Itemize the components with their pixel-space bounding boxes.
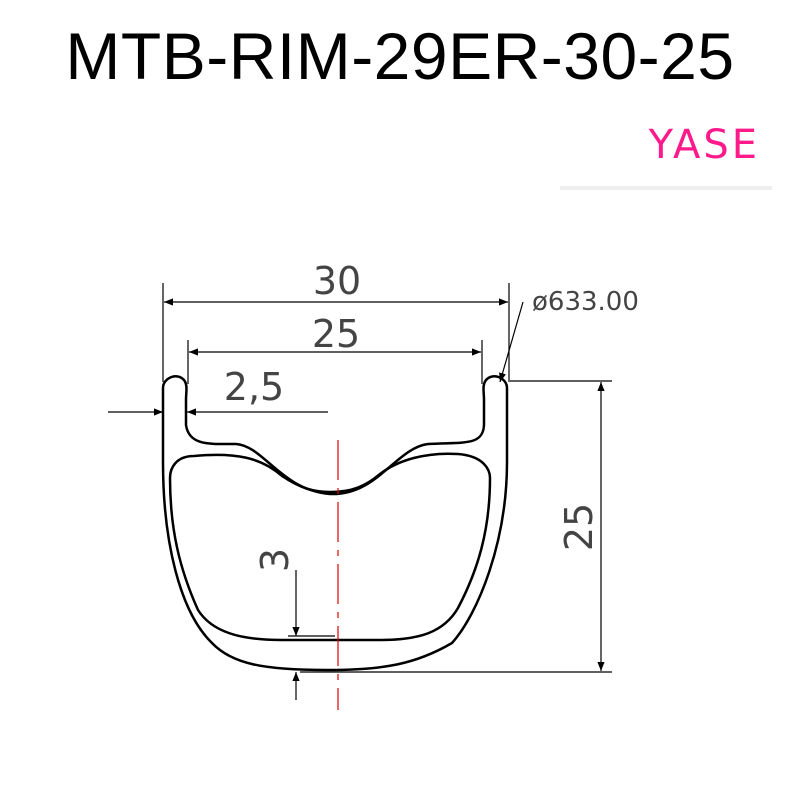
rim-outer-profile bbox=[161, 375, 509, 672]
brand-logo: YASE bbox=[648, 122, 760, 168]
bottom-thickness-label: 3 bbox=[253, 548, 297, 572]
outer-width-label: 30 bbox=[313, 259, 361, 303]
divider bbox=[560, 186, 772, 190]
diameter-label: ø633.00 bbox=[532, 287, 639, 317]
inner-width-label: 25 bbox=[312, 312, 360, 356]
rim-inner-cavity bbox=[168, 452, 492, 642]
diameter-leader-line bbox=[499, 301, 524, 383]
rim-height-label: 25 bbox=[557, 503, 601, 551]
page-title: MTB-RIM-29ER-30-25 bbox=[65, 19, 735, 93]
wall-thickness-label: 2,5 bbox=[224, 365, 284, 409]
